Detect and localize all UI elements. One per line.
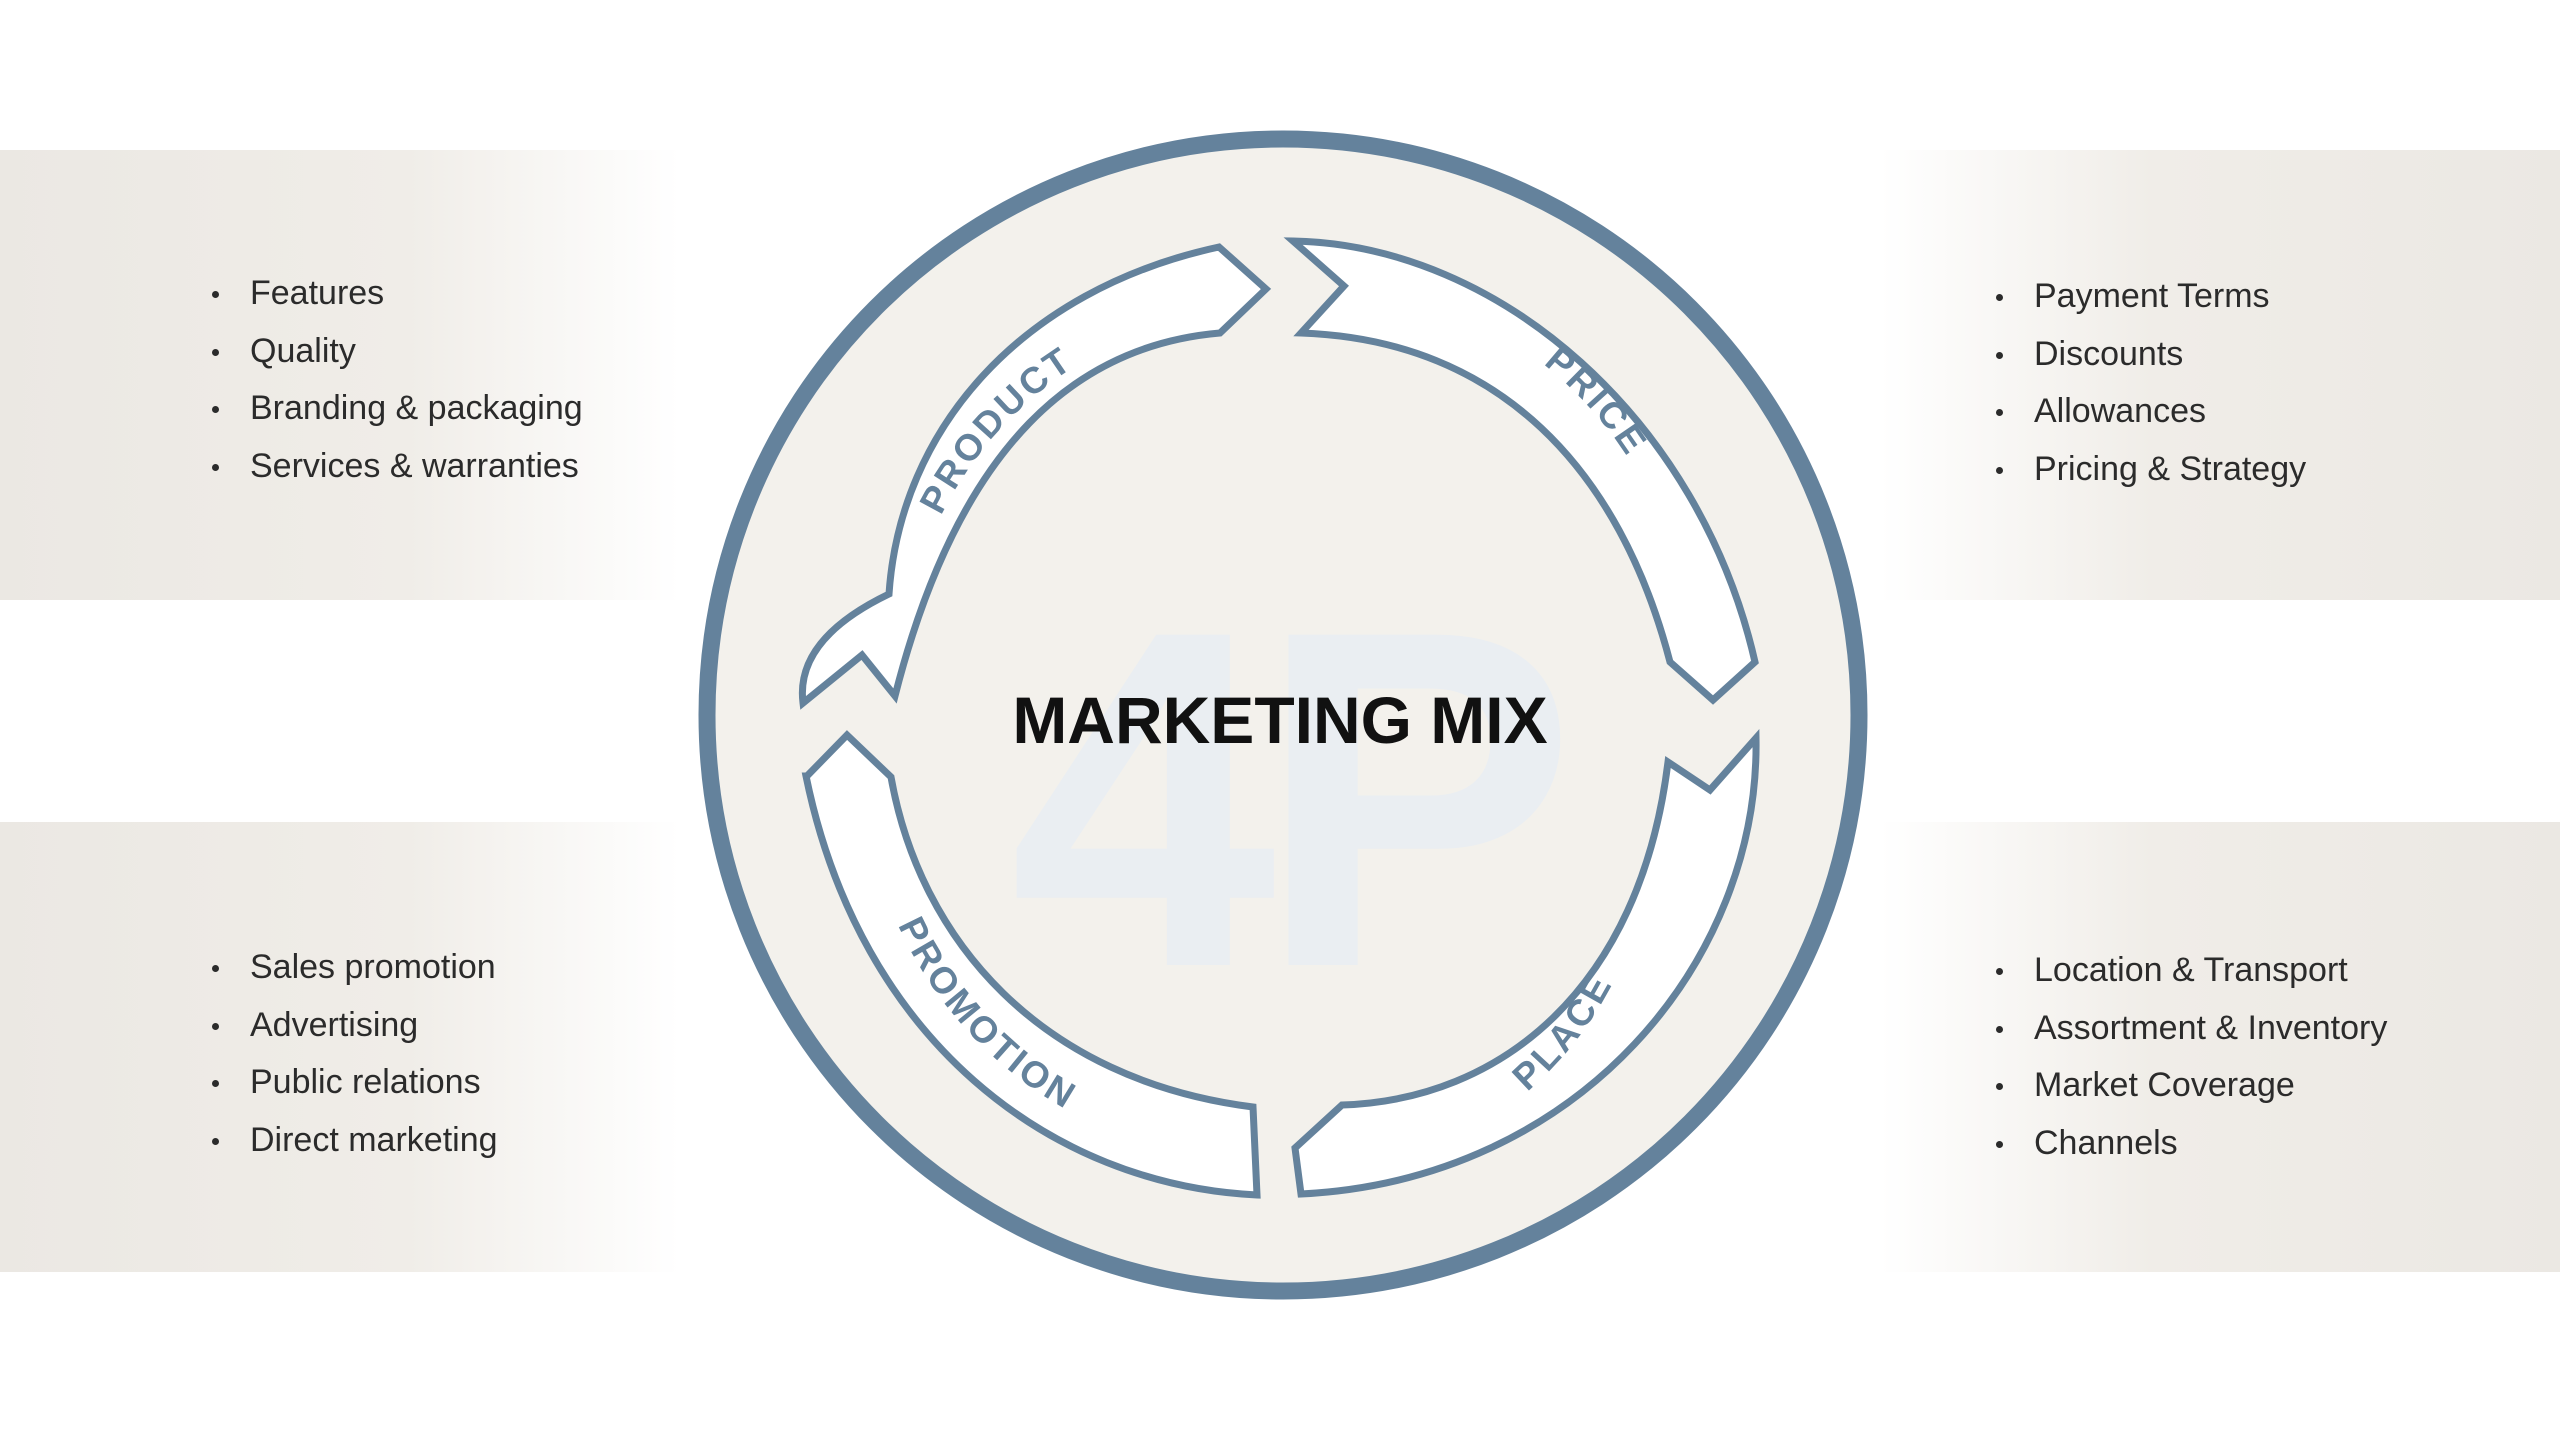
price-arrow — [1283, 237, 1759, 705]
price-panel — [1880, 150, 2560, 600]
price-list: Payment Terms Discounts Allowances Prici… — [1996, 268, 2306, 498]
list-item: Payment Terms — [1996, 268, 2306, 326]
list-item: Quality — [212, 323, 583, 381]
list-item: Discounts — [1996, 326, 2306, 384]
list-item: Channels — [1996, 1115, 2387, 1173]
product-list: Features Quality Branding & packaging Se… — [212, 265, 583, 495]
list-item: Features — [212, 265, 583, 323]
product-panel — [0, 150, 680, 600]
list-item: Allowances — [1996, 383, 2306, 441]
list-item: Direct marketing — [212, 1112, 498, 1170]
promotion-arrow — [801, 730, 1261, 1199]
place-panel — [1880, 822, 2560, 1272]
list-item: Advertising — [212, 997, 498, 1055]
product-arrow — [798, 243, 1272, 710]
place-arrow — [1291, 728, 1760, 1198]
list-item: Sales promotion — [212, 939, 498, 997]
list-item: Services & warranties — [212, 438, 583, 496]
promotion-list: Sales promotion Advertising Public relat… — [212, 939, 498, 1169]
list-item: Location & Transport — [1996, 942, 2387, 1000]
list-item: Market Coverage — [1996, 1057, 2387, 1115]
diagram-title: MARKETING MIX — [1012, 683, 1547, 757]
list-item: Pricing & Strategy — [1996, 441, 2306, 499]
list-item: Branding & packaging — [212, 380, 583, 438]
promotion-panel — [0, 822, 680, 1272]
list-item: Public relations — [212, 1054, 498, 1112]
list-item: Assortment & Inventory — [1996, 1000, 2387, 1058]
watermark-4p: 4P — [1009, 530, 1563, 1067]
place-list: Location & Transport Assortment & Invent… — [1996, 942, 2387, 1172]
